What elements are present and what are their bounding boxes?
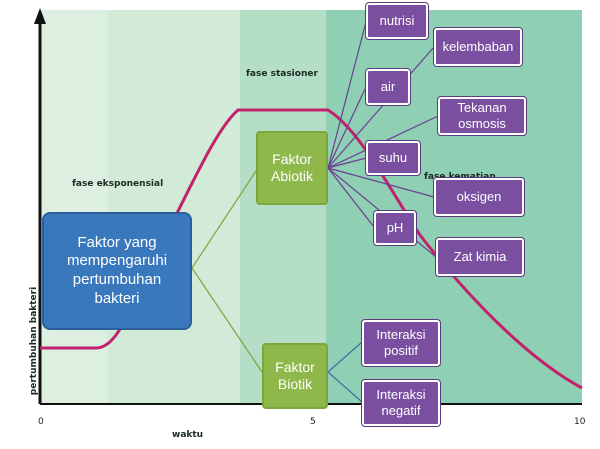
- phase-band-lag: [40, 10, 108, 404]
- connector-biotic-positif: [327, 341, 363, 373]
- abiotic-item-air: air: [366, 69, 410, 105]
- abiotic-item-nutrisi: nutrisi: [366, 3, 428, 39]
- phase-label-exponential: fase eksponensial: [72, 179, 164, 189]
- connector-biotic-negatif: [327, 371, 363, 403]
- biotic-item-interaksi-positif: Interaksi positif: [362, 320, 440, 366]
- central-factor-box: Faktor yang mempengaruhi pertumbuhan bak…: [42, 212, 192, 330]
- phase-label-death: fase kematian: [424, 172, 496, 182]
- abiotic-item-ph: pH: [374, 211, 416, 245]
- connector-abiotic-ph: [327, 167, 375, 228]
- abiotic-item-suhu: suhu: [366, 141, 420, 175]
- y-axis-label: pertumbuhan bakteri: [29, 286, 39, 396]
- abiotic-item-zat-kimia: Zat kimia: [436, 238, 524, 276]
- x-tick-10: 10: [574, 417, 586, 427]
- biotic-item-interaksi-negatif: Interaksi negatif: [362, 380, 440, 426]
- connector-abiotic-nutrisi: [327, 21, 367, 169]
- phase-band-exponential: [108, 10, 240, 404]
- x-tick-5: 5: [310, 417, 316, 427]
- x-axis-label: waktu: [172, 430, 204, 440]
- phase-label-stationary: fase stasioner: [246, 69, 318, 79]
- connector-central-abiotic: [191, 167, 259, 269]
- connector-abiotic-air: [327, 86, 367, 169]
- abiotic-item-oksigen: oksigen: [434, 178, 524, 216]
- connector-abiotic-oksigen: [327, 167, 435, 198]
- x-tick-0: 0: [38, 417, 44, 427]
- connector-central-biotic: [191, 267, 263, 373]
- connector-abiotic-kelembaban: [327, 46, 435, 169]
- abiotic-item-tekanan-osmosis: Tekanan osmosis: [438, 97, 526, 135]
- y-axis-arrowhead: [34, 8, 46, 24]
- phase-band-stationary: [240, 10, 326, 404]
- abiotic-item-kelembaban: kelembaban: [434, 28, 522, 66]
- connector-abiotic-suhu: [327, 157, 367, 169]
- biotic-factor-box: Faktor Biotik: [262, 343, 328, 409]
- abiotic-factor-box: Faktor Abiotik: [256, 131, 328, 205]
